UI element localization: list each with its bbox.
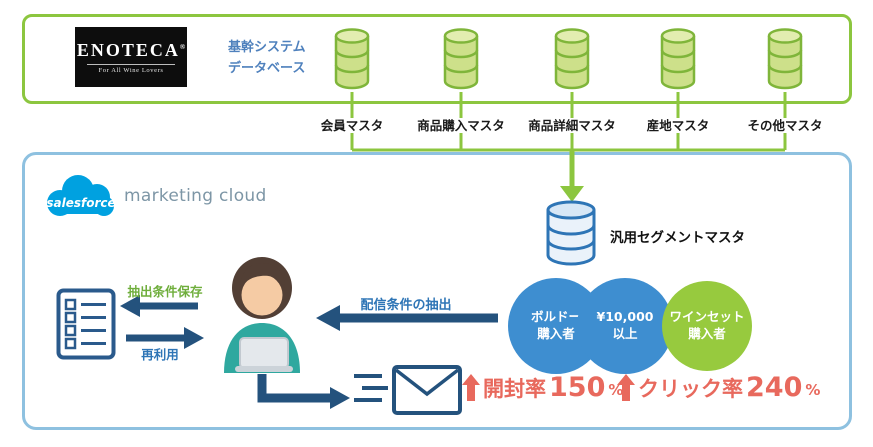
up-arrow-icon [617, 374, 635, 401]
metric-value: 150 [549, 372, 606, 403]
database-label: 商品購入マスタ [401, 115, 521, 134]
metric-label: 開封率 [483, 376, 546, 401]
database-icon [660, 28, 696, 90]
salesforce-cloud-icon: salesforce [40, 170, 120, 228]
extract-condition-label: 配信条件の抽出 [360, 298, 452, 313]
venn-text: ¥10,000 [596, 309, 654, 325]
enoteca-brand-text: ENOTECA® [76, 40, 186, 60]
venn-text: 購入者 [688, 326, 726, 341]
metric-label: クリック率 [638, 376, 743, 401]
database-label: 商品詳細マスタ [512, 115, 632, 134]
segment-database-icon [545, 200, 597, 270]
venn-text: 以上 [612, 326, 638, 341]
venn-circle-wineset: ワインセット 購入者 [662, 281, 752, 371]
core-system-line2: データベース [228, 60, 306, 76]
venn-text: ワインセット [669, 309, 745, 325]
reuse-label: 再利用 [141, 347, 179, 362]
database-icon [334, 28, 370, 90]
up-arrow-icon [462, 374, 480, 401]
segment-db-label: 汎用セグメントマスタ [610, 230, 745, 246]
registered-mark: ® [179, 43, 186, 51]
core-system-db-label: 基幹システム データベース [228, 38, 306, 80]
envelope-icon [352, 360, 464, 424]
database-icon [767, 28, 803, 90]
database-label: その他マスタ [725, 115, 845, 134]
venn-text: ボルドー [530, 309, 581, 325]
database-label: 会員マスタ [292, 115, 412, 134]
enoteca-logo: ENOTECA® For All Wine Lovers [75, 27, 187, 87]
venn-circle-amount: ¥10,000 以上 [577, 278, 673, 374]
open-rate-metric: 開封率 150 % [462, 372, 623, 403]
database-icon [443, 28, 479, 90]
core-system-line1: 基幹システム [228, 40, 306, 55]
document-list-icon [56, 288, 116, 364]
database-label: 産地マスタ [618, 115, 738, 134]
save-condition-label: 抽出条件保存 [127, 284, 203, 299]
metric-unit: % [805, 381, 821, 399]
click-rate-metric: クリック率 240 % [617, 372, 820, 403]
marketing-cloud-label: marketing cloud [124, 186, 267, 206]
salesforce-logo-text: salesforce [46, 196, 115, 210]
enoteca-tagline: For All Wine Lovers [87, 64, 175, 74]
person-at-laptop-icon [202, 248, 322, 377]
metric-unit: % [608, 381, 624, 399]
venn-text: 購入者 [537, 326, 575, 341]
metric-value: 240 [746, 372, 803, 403]
database-icon [554, 28, 590, 90]
